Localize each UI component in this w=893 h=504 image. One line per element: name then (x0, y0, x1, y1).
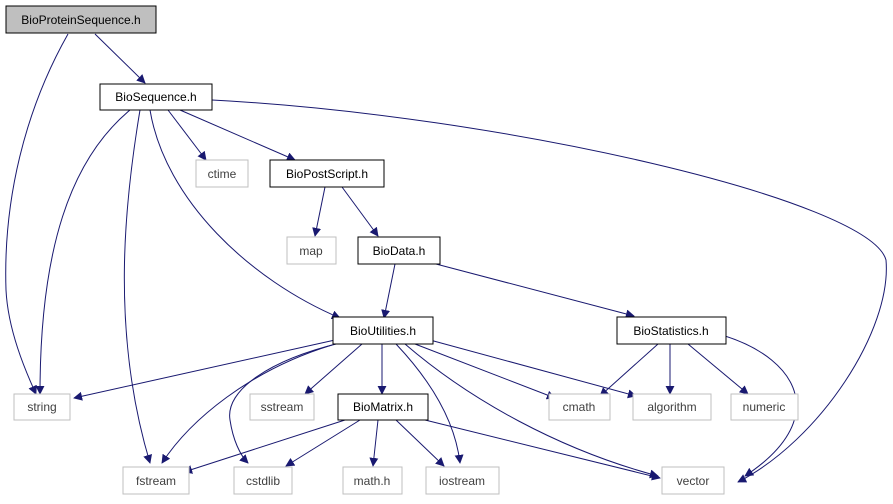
edge-biomatrix-vector (424, 419, 661, 481)
node-iostream[interactable]: iostream (425, 466, 500, 495)
node-vector[interactable]: vector (661, 466, 725, 495)
edge-biosequence-ctime (167, 109, 207, 161)
edge-biosequence-bioutilities (149, 109, 341, 319)
edge-biostatistics-numeric (687, 343, 749, 395)
node-label-bioutilities: BioUtilities.h (350, 324, 416, 338)
edge-bioutilities-cstdlib (229, 342, 341, 464)
node-label-fstream: fstream (136, 474, 176, 488)
edge-biomatrix-cstdlib (285, 419, 361, 467)
node-label-biodata: BioData.h (373, 244, 426, 258)
edge-biodata-bioutilities (381, 263, 396, 319)
edge-biodata-biostatistics (435, 263, 635, 319)
edge-bioutilities-vector (404, 343, 659, 479)
edge-biosequence-string (35, 109, 131, 395)
node-label-vector: vector (677, 474, 710, 488)
node-label-biomatrix: BioMatrix.h (353, 400, 413, 414)
node-cmath[interactable]: cmath (548, 393, 611, 421)
node-biosequence[interactable]: BioSequence.h (99, 83, 213, 111)
edge-bioutilities-iostream (395, 343, 464, 464)
node-biodata[interactable]: BioData.h (357, 236, 441, 265)
edge-bioutilities-string (73, 339, 336, 401)
node-label-mathh: math.h (354, 474, 391, 488)
node-sstream[interactable]: sstream (249, 393, 315, 421)
edge-biosequence-vector (211, 99, 887, 483)
node-label-sstream: sstream (261, 400, 304, 414)
node-label-iostream: iostream (439, 474, 485, 488)
edge-biopostscript-biodata (341, 186, 379, 237)
edge-biomatrix-fstream (183, 419, 346, 474)
node-label-biostatistics: BioStatistics.h (633, 324, 708, 338)
node-label-biopostscript: BioPostScript.h (286, 167, 368, 181)
edge-biostatistics-cmath (599, 343, 659, 397)
edge-bioproteinsequence-string (5, 33, 69, 395)
edge-biomatrix-mathh (369, 419, 379, 467)
node-fstream[interactable]: fstream (122, 466, 190, 495)
node-label-biosequence: BioSequence.h (115, 90, 196, 104)
node-string[interactable]: string (13, 393, 71, 421)
node-label-string: string (27, 400, 56, 414)
node-biomatrix[interactable]: BioMatrix.h (337, 393, 429, 421)
edge-biopostscript-map (312, 186, 326, 237)
node-bioutilities[interactable]: BioUtilities.h (332, 316, 434, 345)
node-label-algorithm: algorithm (647, 400, 696, 414)
node-map[interactable]: map (286, 236, 337, 265)
edge-bioutilities-cmath (414, 343, 556, 400)
node-biopostscript[interactable]: BioPostScript.h (269, 159, 385, 188)
node-label-cmath: cmath (563, 400, 596, 414)
node-label-bioproteinsequence: BioProteinSequence.h (21, 13, 140, 27)
node-label-numeric: numeric (743, 400, 786, 414)
edge-biomatrix-iostream (395, 419, 445, 467)
node-ctime[interactable]: ctime (195, 159, 249, 188)
edge-bioutilities-fstream (161, 344, 333, 464)
node-cstdlib[interactable]: cstdlib (233, 466, 293, 495)
node-numeric[interactable]: numeric (730, 393, 799, 421)
node-label-cstdlib: cstdlib (246, 474, 280, 488)
edge-bioutilities-sstream (304, 343, 363, 395)
edge-bioutilities-algorithm (429, 339, 637, 399)
edge-biosequence-fstream (123, 109, 152, 464)
node-bioproteinsequence[interactable]: BioProteinSequence.h (5, 5, 157, 34)
edge-biosequence-biopostscript (179, 109, 296, 161)
node-label-ctime: ctime (208, 167, 237, 181)
node-mathh[interactable]: math.h (342, 466, 403, 495)
node-label-map: map (299, 244, 323, 258)
node-algorithm[interactable]: algorithm (632, 393, 712, 421)
edge-bioproteinsequence-biosequence (94, 33, 146, 84)
node-biostatistics[interactable]: BioStatistics.h (616, 316, 727, 345)
